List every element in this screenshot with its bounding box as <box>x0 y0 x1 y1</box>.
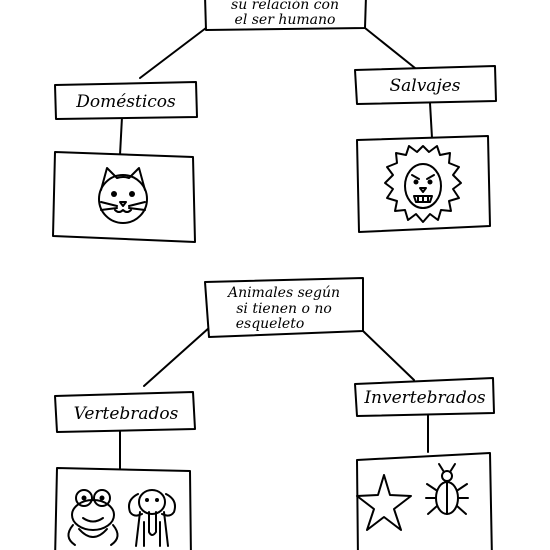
elephant-icon <box>128 489 176 547</box>
domesticos-box <box>54 81 198 120</box>
vertebrados-image-frame <box>54 467 192 550</box>
connector-title-to-invertebrados <box>361 329 415 381</box>
diagram1-title-line1: su relación con <box>231 0 339 13</box>
domesticos-label: Domésticos <box>75 92 176 112</box>
salvajes-image-frame <box>356 135 491 233</box>
salvajes-label: Salvajes <box>389 76 460 96</box>
connector-title-to-domesticos <box>139 27 207 79</box>
connector-title-to-salvajes <box>364 27 421 73</box>
diagram1-title-line2: el ser humano <box>235 12 336 28</box>
invertebrados-label: Invertebrados <box>363 388 486 408</box>
cat-icon <box>98 167 148 224</box>
salvajes-box <box>354 65 497 105</box>
invertebrados-box <box>354 377 495 417</box>
vertebrados-label: Vertebrados <box>74 404 179 424</box>
diagram2-title-box <box>204 277 364 338</box>
vertebrados-box <box>54 391 196 433</box>
connector-title-to-vertebrados <box>143 326 211 387</box>
connector-salvajes-to-image <box>429 102 433 139</box>
connector-domesticos-to-image <box>119 116 123 156</box>
diagram-humans-relation: su relación con el ser humano Domésticos… <box>52 0 497 243</box>
lion-icon <box>384 145 462 223</box>
domesticos-image-frame <box>52 151 196 243</box>
starfish-icon <box>356 474 412 531</box>
invertebrados-image-frame <box>356 452 493 550</box>
beetle-icon <box>425 463 469 515</box>
frog-icon <box>67 489 119 546</box>
diagram-skeleton: Animales según si tienen o no esqueleto … <box>54 277 495 550</box>
diagram1-title-box <box>204 0 367 31</box>
diagram2-title-line3: esqueleto <box>236 316 305 332</box>
diagram2-title-line1: Animales según <box>226 285 340 301</box>
diagram2-title-line2: si tienen o no <box>236 301 332 317</box>
